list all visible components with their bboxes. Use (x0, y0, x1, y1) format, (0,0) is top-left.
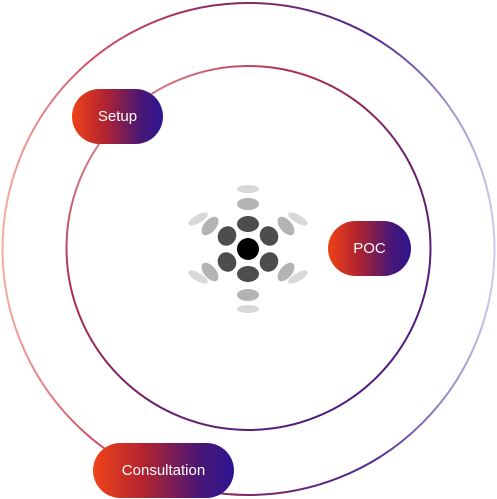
loading-spinner-icon (188, 185, 308, 313)
poc-button[interactable]: POC (328, 221, 411, 276)
consultation-button[interactable]: Consultation (93, 443, 234, 498)
consultation-label: Consultation (121, 462, 206, 479)
inner-ring (65, 65, 432, 431)
setup-label: Setup (97, 108, 138, 125)
setup-button[interactable]: Setup (72, 89, 163, 144)
poc-label: POC (353, 240, 386, 257)
